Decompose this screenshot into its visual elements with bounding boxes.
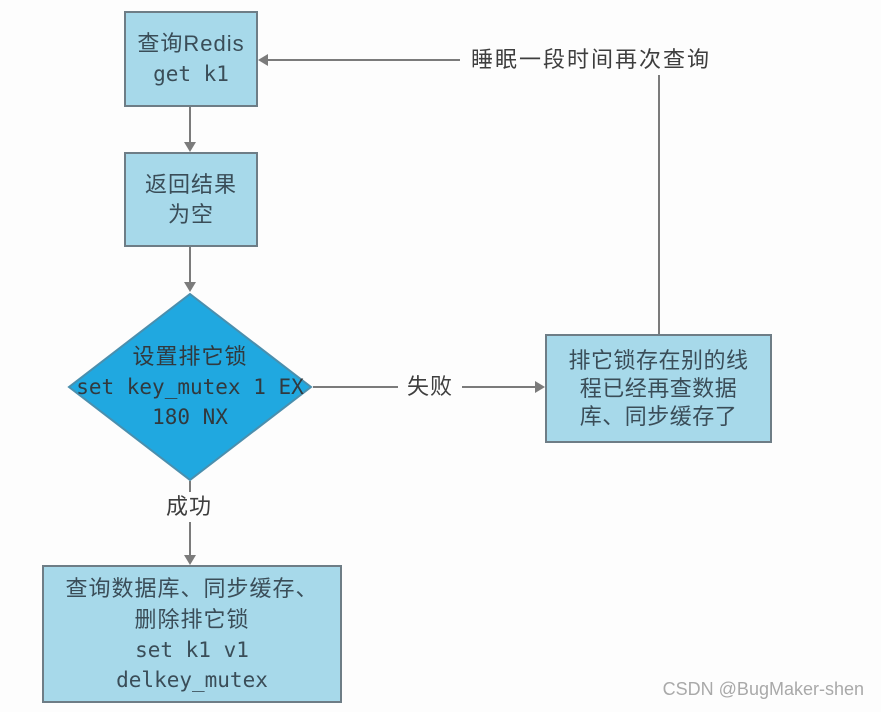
node-query-redis-line1: 查询Redis — [137, 31, 245, 56]
node-lock-exists-line3: 库、同步缓存了 — [579, 403, 738, 429]
node-query-redis: 查询Redis get k1 — [124, 11, 258, 107]
edge-fail-arrowhead-icon — [535, 381, 545, 393]
edge-sleep-arrowhead-icon — [258, 54, 268, 66]
node-set-lock-line1: 设置排它锁 — [132, 344, 248, 369]
node-lock-exists: 排它锁存在别的线 程已经再查数据 库、同步缓存了 — [545, 334, 772, 443]
diamond-shape — [67, 293, 313, 481]
node-empty-result-line1: 返回结果 — [144, 171, 237, 197]
diamond-polygon — [67, 293, 313, 481]
node-query-db-line4: delkey_mutex — [116, 668, 268, 692]
edge-query-to-empty-arrowhead-icon — [184, 142, 196, 152]
node-query-db-line2: 删除排它锁 — [134, 607, 250, 632]
edge-empty-to-decision-line — [189, 247, 191, 283]
node-query-db-line1: 查询数据库、同步缓存、 — [65, 576, 319, 601]
node-query-db: 查询数据库、同步缓存、 删除排它锁 set k1 v1 delkey_mutex — [42, 565, 342, 703]
node-query-redis-line2: get k1 — [153, 62, 229, 86]
edge-success-arrowhead-icon — [184, 555, 196, 565]
edge-sleep-vertical-line — [658, 59, 660, 334]
node-lock-exists-line1: 排它锁存在别的线 — [568, 347, 749, 373]
edge-success-label: 成功 — [156, 492, 222, 522]
edge-sleep-label: 睡眠一段时间再次查询 — [460, 45, 722, 75]
node-empty-result: 返回结果 为空 — [124, 152, 258, 247]
edge-query-to-empty-line — [189, 107, 191, 143]
node-lock-exists-line2: 程已经再查数据 — [579, 375, 738, 401]
node-set-lock-line3: 180 NX — [152, 405, 228, 429]
node-query-db-line3: set k1 v1 — [135, 638, 249, 662]
edge-fail-label: 失败 — [398, 372, 462, 402]
watermark: CSDN @BugMaker-shen — [662, 679, 864, 699]
node-set-lock-decision: 设置排它锁 set key_mutex 1 EX 180 NX — [67, 293, 313, 481]
edge-empty-to-decision-arrowhead-icon — [184, 282, 196, 292]
node-set-lock-text: 设置排它锁 set key_mutex 1 EX 180 NX — [67, 293, 313, 481]
node-set-lock-line2: set key_mutex 1 EX — [76, 375, 304, 399]
node-empty-result-line2: 为空 — [167, 201, 214, 227]
